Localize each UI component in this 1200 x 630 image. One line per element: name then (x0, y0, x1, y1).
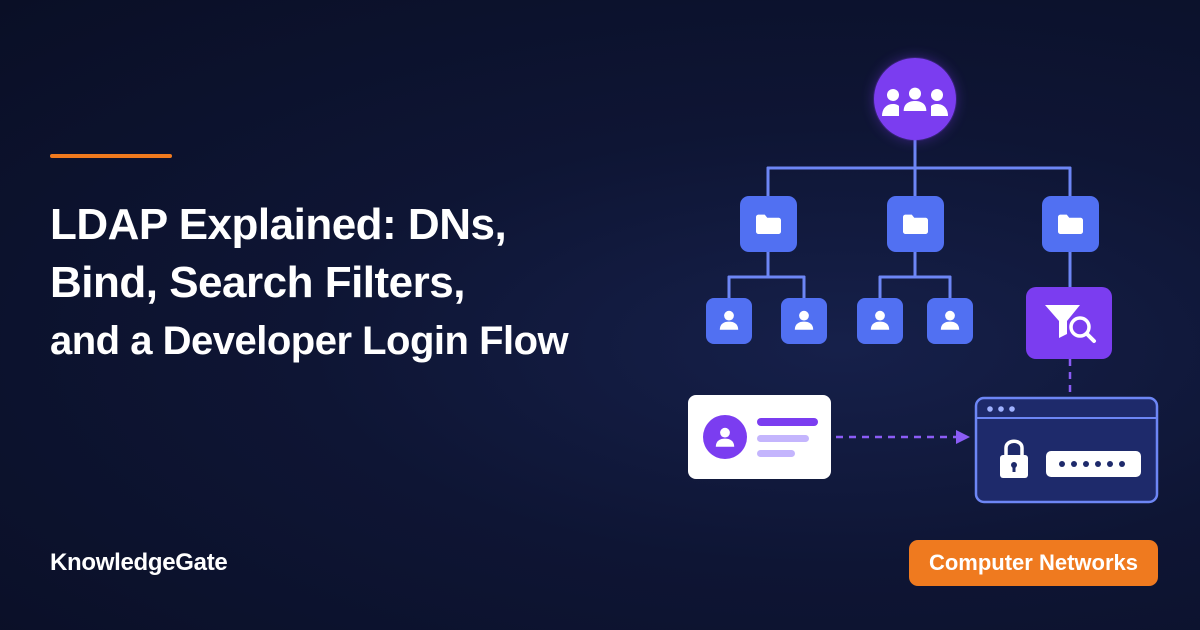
lock-icon (1000, 439, 1028, 478)
root-users-node (873, 57, 957, 141)
flow-arrowhead (956, 430, 970, 444)
title-line-2: Bind, Search Filters, (50, 258, 465, 307)
brand-logo: KnowledgeGate (50, 549, 228, 576)
user-node-1 (706, 298, 752, 344)
title-line-3: and a Developer Login Flow (50, 319, 569, 363)
folder-node-right (1042, 196, 1099, 252)
user-identity-card (688, 395, 831, 479)
tree-connectors (727, 138, 1072, 300)
search-filter-node (1026, 287, 1112, 359)
title-line-1: LDAP Explained: DNs, (50, 200, 507, 249)
folder-node-left (740, 196, 797, 252)
password-dots-icon (1059, 461, 1125, 467)
user-node-4 (927, 298, 973, 344)
user-node-2 (781, 298, 827, 344)
user-node-3 (857, 298, 903, 344)
category-tag[interactable]: Computer Networks (909, 540, 1158, 586)
flow-connectors (836, 359, 1072, 439)
page-title: LDAP Explained: DNs, Bind, Search Filter… (50, 196, 690, 370)
login-window (974, 396, 1159, 504)
users-group-icon (882, 87, 948, 116)
filter-search-icon (1045, 305, 1096, 343)
folder-node-middle (887, 196, 944, 252)
accent-bar (50, 154, 172, 158)
user-card-icon (703, 415, 747, 459)
password-field[interactable] (1046, 451, 1141, 477)
